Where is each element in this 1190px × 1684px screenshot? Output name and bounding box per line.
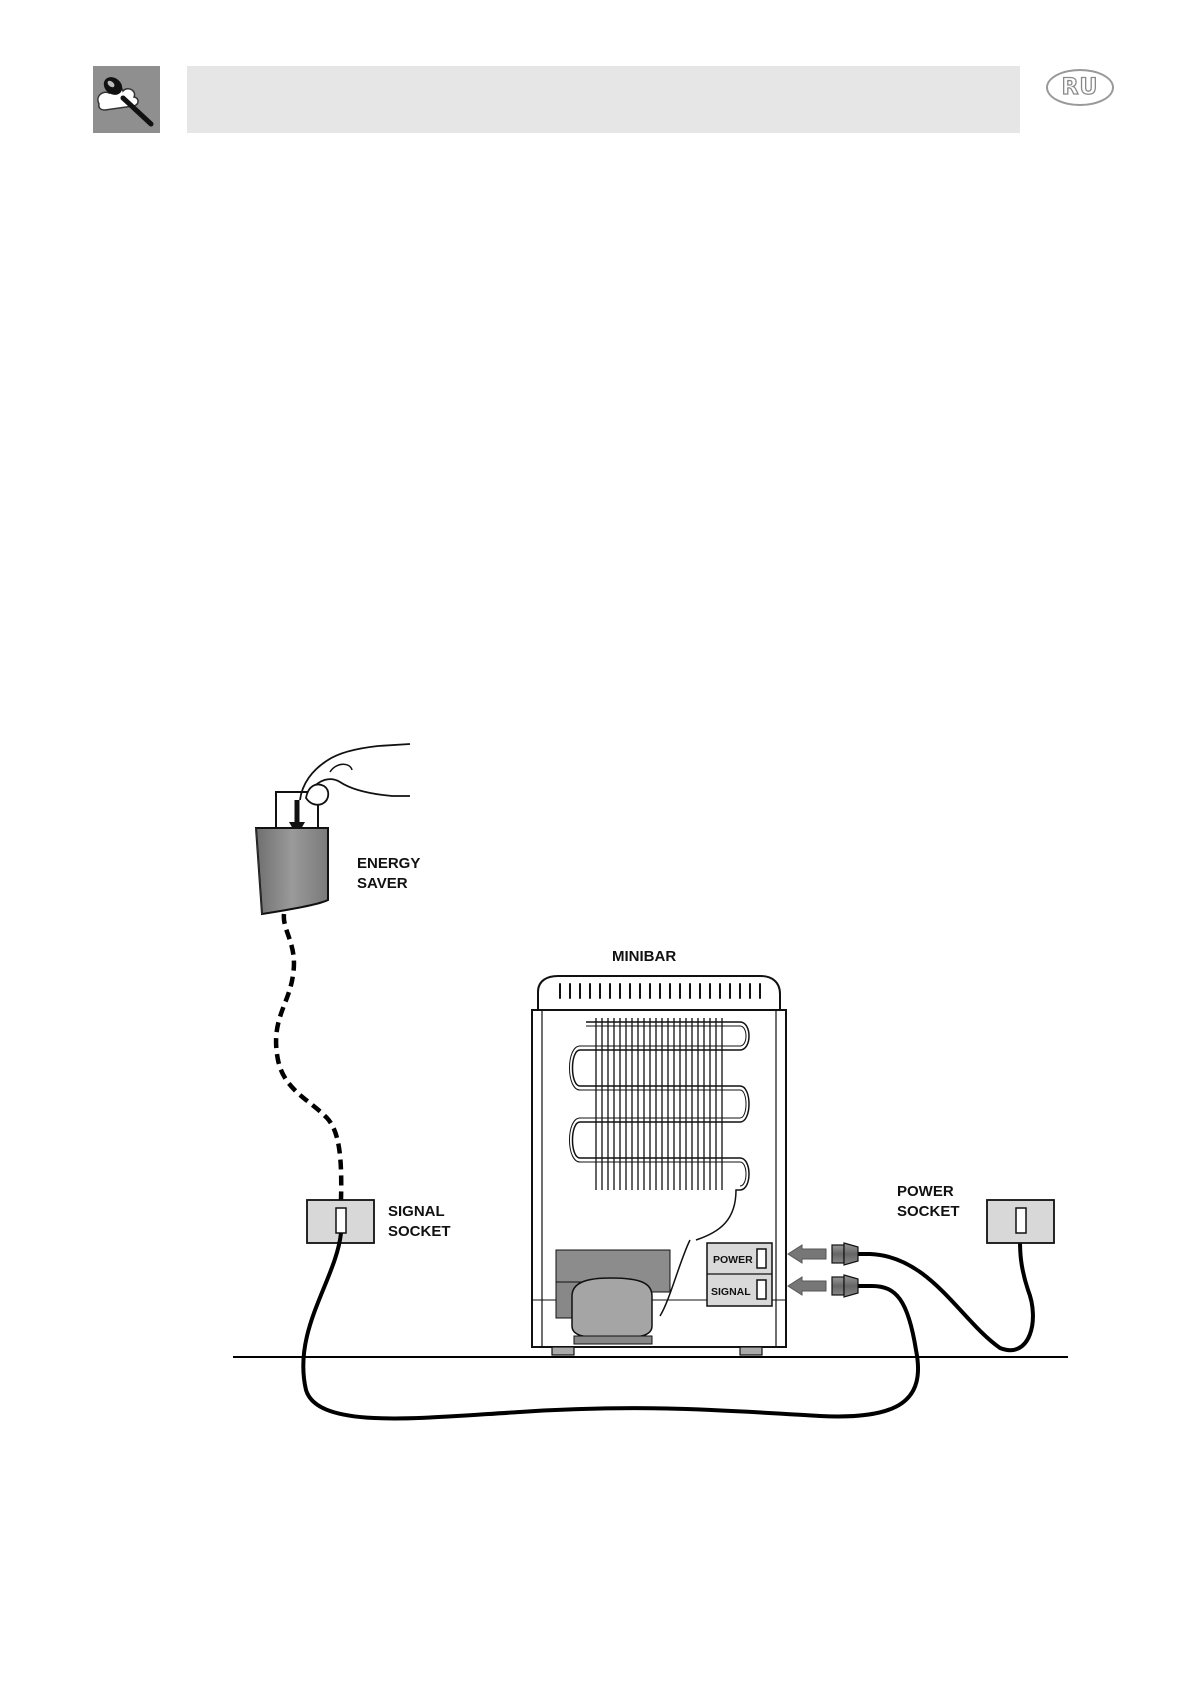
condenser-coil (571, 1021, 750, 1241)
signal-cable-dashed (273, 913, 344, 1201)
power-socket-label: POWER (897, 1183, 954, 1200)
power-socket-label-line2: SOCKET (897, 1203, 960, 1220)
power-plug[interactable] (831, 1242, 859, 1266)
signal-plug[interactable] (831, 1274, 859, 1298)
power-inlet[interactable] (756, 1248, 767, 1269)
energy-saver-label-line2: SAVER (357, 875, 408, 892)
connection-panel: POWER SIGNAL (706, 1242, 773, 1307)
top-grille (559, 983, 761, 999)
energy-saver-label: ENERGY (357, 855, 420, 872)
power-cable (856, 1239, 1035, 1353)
signal-cable (301, 1232, 920, 1421)
condenser-wires (595, 1018, 723, 1190)
panel-signal-label: SIGNAL (711, 1286, 751, 1298)
language-badge: RU (1046, 69, 1114, 106)
power-arrow-icon (787, 1244, 827, 1264)
power-socket (986, 1199, 1055, 1244)
compressor (555, 1277, 653, 1345)
signal-inlet[interactable] (756, 1279, 767, 1300)
panel-power-label: POWER (713, 1254, 753, 1266)
header-band (187, 66, 1020, 133)
signal-socket-label-line2: SOCKET (388, 1223, 451, 1240)
header-logo (93, 66, 160, 133)
signal-arrow-icon (787, 1276, 827, 1296)
energy-saver-device (254, 743, 411, 916)
minibar-label: MINIBAR (612, 948, 676, 965)
chef-spoon-icon (97, 77, 154, 127)
signal-socket-label: SIGNAL (388, 1203, 445, 1220)
minibar-unit: POWER SIGNAL (531, 975, 787, 1356)
